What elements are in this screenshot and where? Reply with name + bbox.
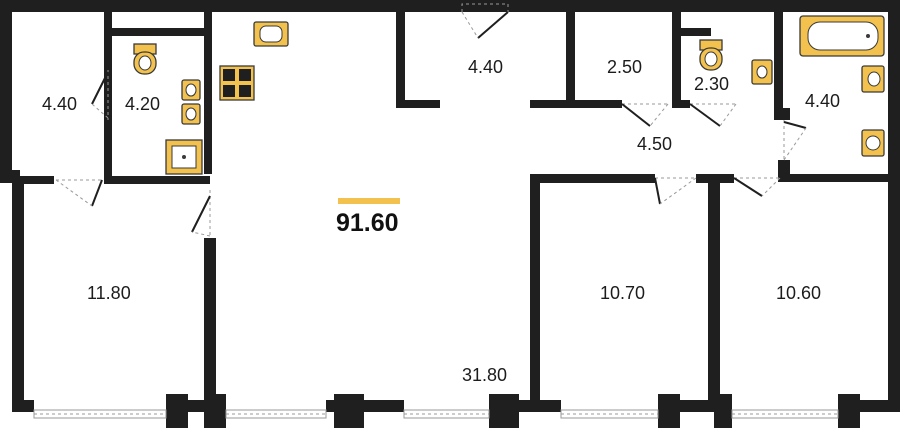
room-area-bathroom-left: 4.20 — [125, 94, 160, 114]
fixtures — [133, 15, 885, 175]
bathtub-icon — [799, 15, 885, 57]
room-area-bedroom-middle: 10.70 — [600, 283, 645, 303]
door — [733, 177, 781, 197]
toilet-icon — [699, 39, 723, 71]
door — [91, 70, 109, 120]
room-area-bedroom-right: 10.60 — [776, 283, 821, 303]
stove-icon — [219, 65, 255, 101]
shower-tray-icon — [165, 139, 203, 175]
door — [689, 103, 737, 127]
room-area-toilet: 2.30 — [694, 74, 729, 94]
room-area-living-kitchen: 31.80 — [462, 365, 507, 385]
kitchen-sink-icon — [253, 21, 289, 47]
door — [191, 190, 211, 237]
door — [461, 3, 509, 39]
windows — [33, 409, 839, 419]
toilet-icon — [133, 43, 157, 75]
washing-machine-icon — [861, 129, 885, 157]
interior-walls — [12, 12, 888, 412]
room-area-storage-small: 2.50 — [607, 57, 642, 77]
sink-icon — [751, 59, 773, 85]
room-area-hallway: 4.50 — [637, 134, 672, 154]
room-area-storage-top: 4.40 — [468, 57, 503, 77]
doors — [55, 3, 807, 237]
room-area-bathroom-right: 4.40 — [805, 91, 840, 111]
total-area-value: 91.60 — [336, 209, 399, 237]
door — [55, 179, 103, 207]
room-area-bedroom-left: 11.80 — [87, 283, 131, 303]
door — [654, 177, 697, 205]
sink-icon — [181, 79, 201, 101]
room-labels: 4.40 4.20 4.40 2.50 2.30 4.40 4.50 11.80… — [42, 57, 840, 385]
total-area-accent-bar — [338, 198, 400, 204]
room-area-closet-left: 4.40 — [42, 94, 77, 114]
total-area: 91.60 — [336, 198, 400, 237]
sink-icon — [861, 65, 885, 93]
door — [621, 103, 669, 127]
door — [783, 120, 807, 161]
sink-icon — [181, 103, 201, 125]
